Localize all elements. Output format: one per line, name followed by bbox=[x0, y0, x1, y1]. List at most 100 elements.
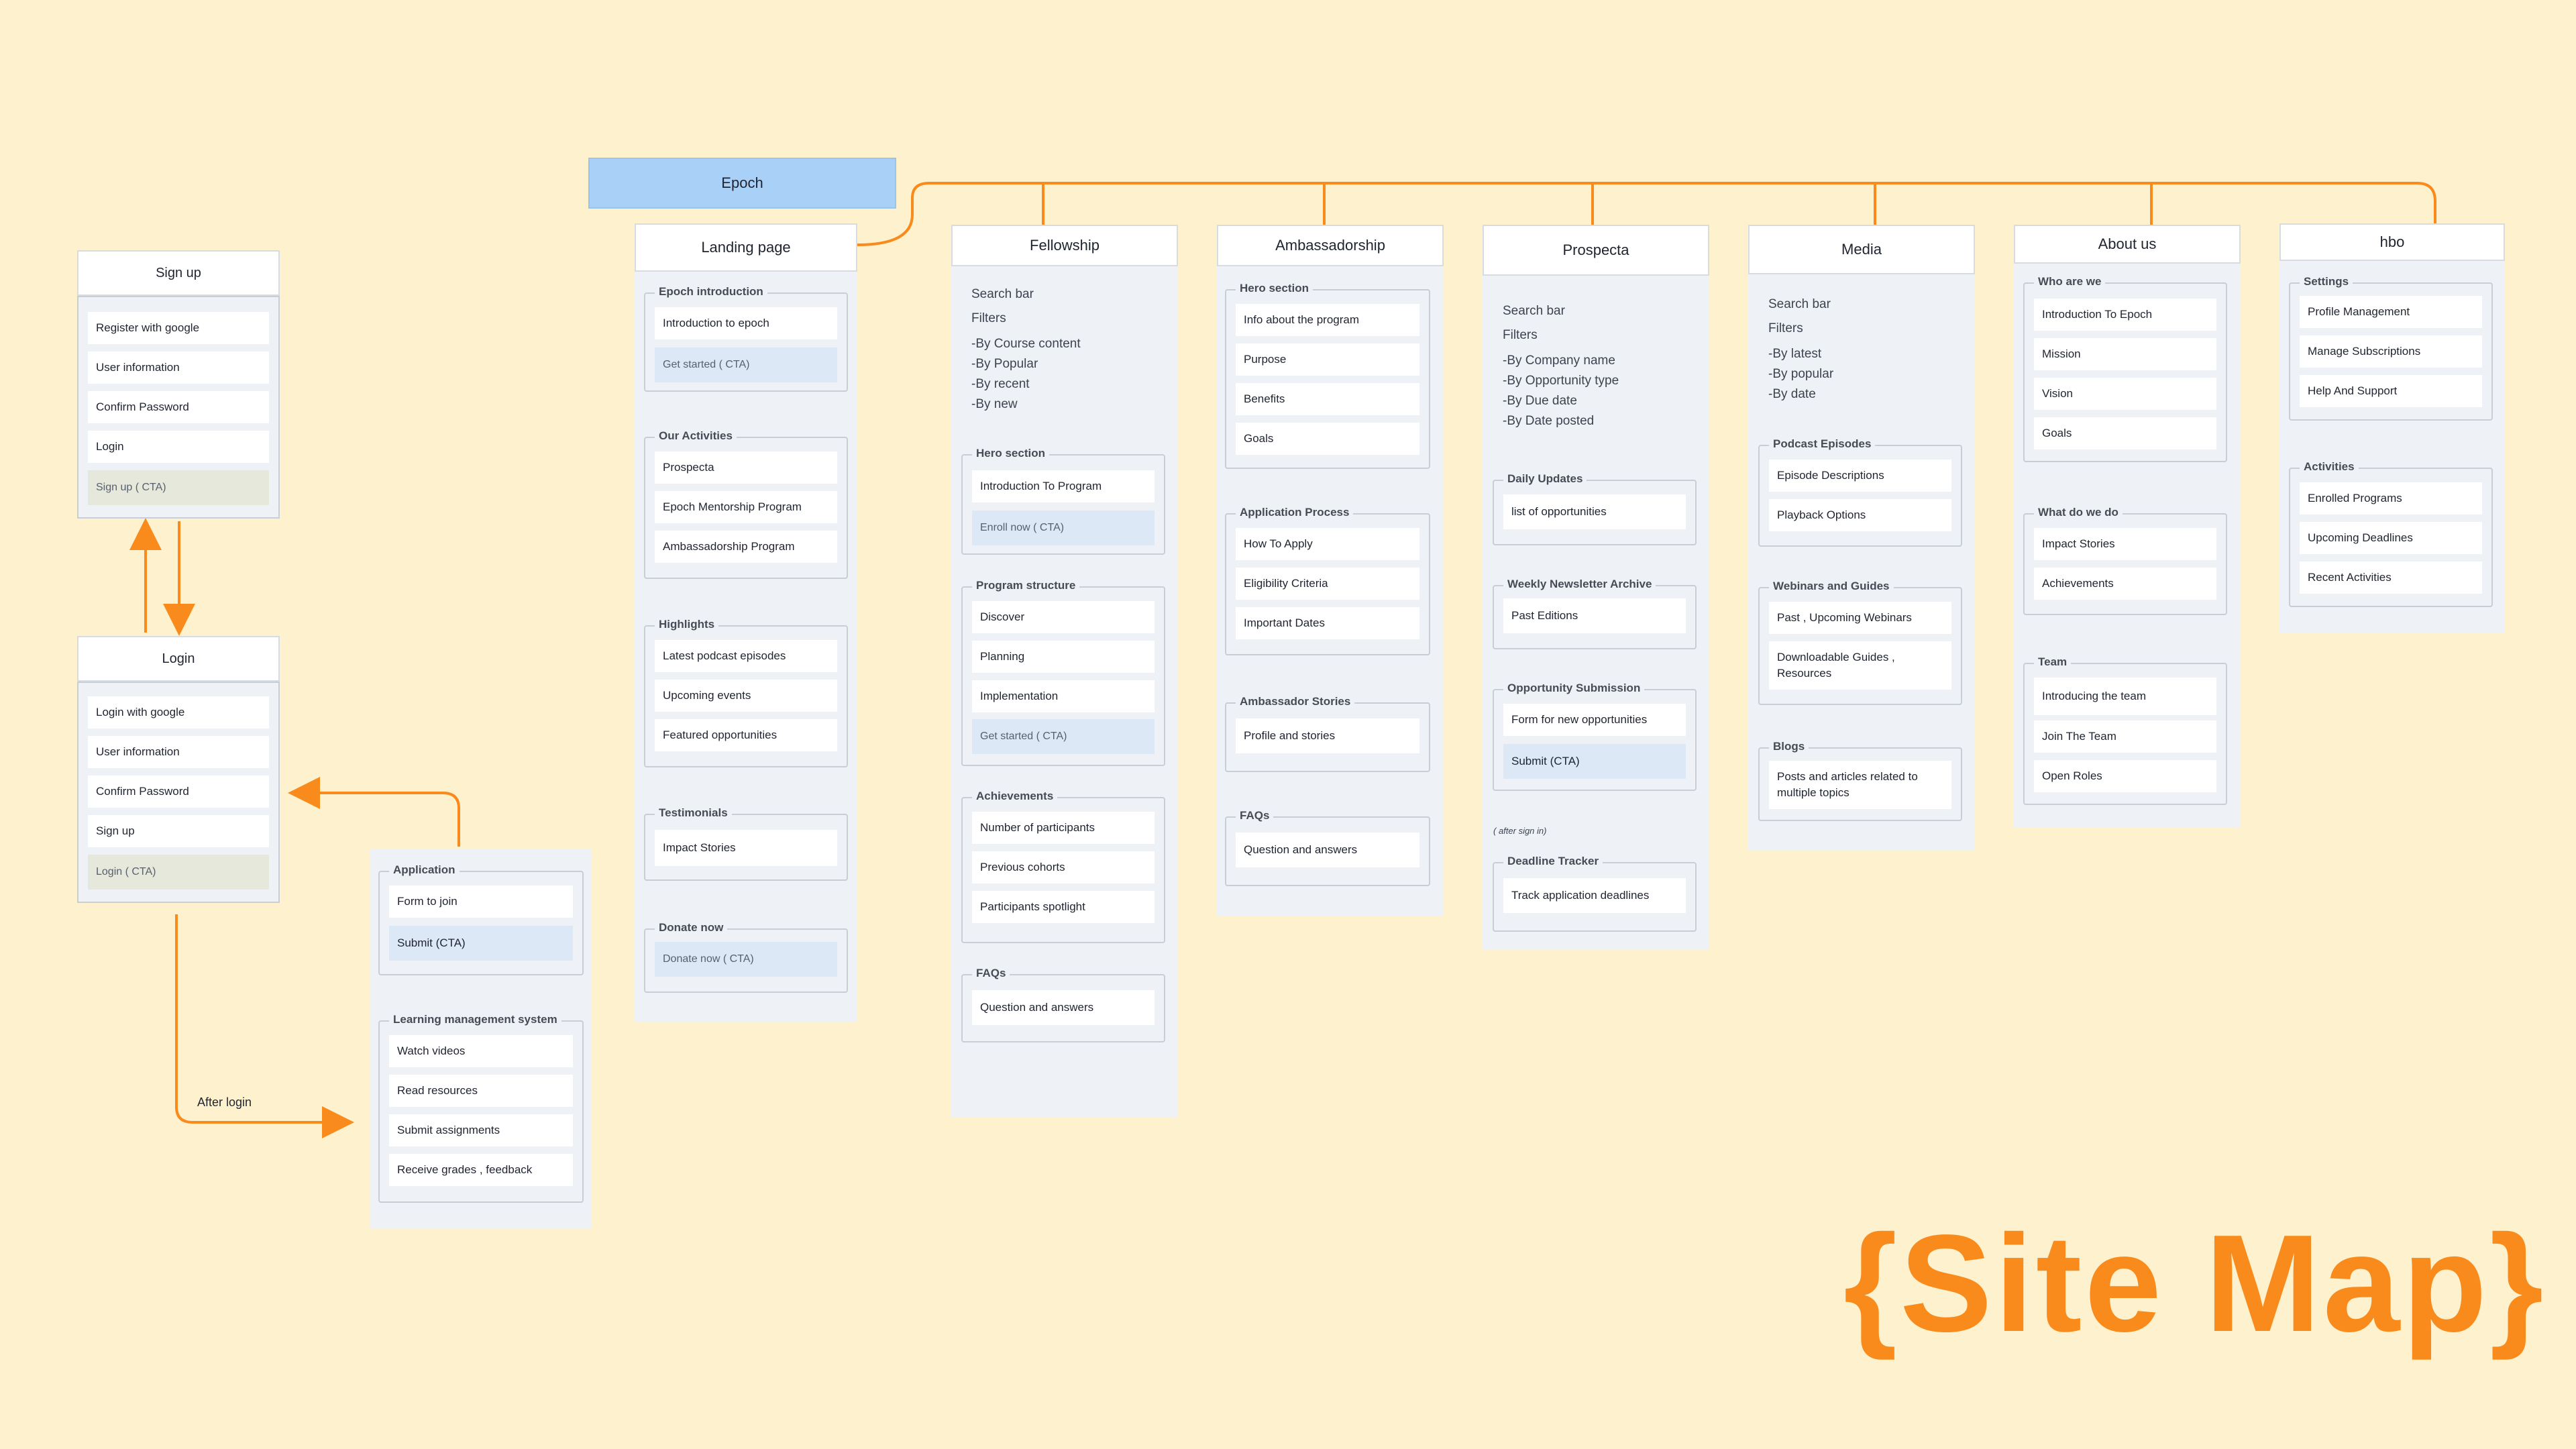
lms-item[interactable]: Watch videos bbox=[389, 1035, 573, 1067]
group-title: Hero section bbox=[972, 447, 1049, 460]
landing-item[interactable]: Featured opportunities bbox=[655, 719, 837, 751]
signup-item[interactable]: Register with google bbox=[88, 312, 269, 344]
media-item[interactable]: Episode Descriptions bbox=[1769, 460, 1951, 492]
fellowship-title[interactable]: Fellowship bbox=[951, 225, 1178, 266]
ambassadorship-item[interactable]: Eligibility Criteria bbox=[1236, 568, 1419, 600]
media-item[interactable]: Posts and articles related to multiple t… bbox=[1769, 761, 1951, 809]
lms-item[interactable]: Submit assignments bbox=[389, 1114, 573, 1146]
root-node-epoch[interactable]: Epoch bbox=[588, 158, 896, 209]
login-item[interactable]: Sign up bbox=[88, 815, 269, 847]
ambassadorship-item[interactable]: Purpose bbox=[1236, 343, 1419, 376]
about-item[interactable]: Achievements bbox=[2034, 568, 2216, 600]
signup-item[interactable]: Login bbox=[88, 431, 269, 463]
prospecta-filter-option[interactable]: -By Company name bbox=[1503, 354, 1615, 368]
lms-item[interactable]: Receive grades , feedback bbox=[389, 1154, 573, 1186]
prospecta-item[interactable]: Past Editions bbox=[1503, 598, 1686, 633]
fellowship-item[interactable]: Introduction To Program bbox=[972, 470, 1155, 502]
prospecta-filter-option[interactable]: -By Due date bbox=[1503, 394, 1577, 408]
about-item[interactable]: Impact Stories bbox=[2034, 528, 2216, 560]
media-item[interactable]: Past , Upcoming Webinars bbox=[1769, 602, 1951, 634]
about-item[interactable]: Introduction To Epoch bbox=[2034, 299, 2216, 331]
about-item[interactable]: Join The Team bbox=[2034, 720, 2216, 753]
landing-item[interactable]: Epoch Mentorship Program bbox=[655, 491, 837, 523]
landing-page-title[interactable]: Landing page bbox=[635, 223, 857, 272]
fellowship-item[interactable]: Discover bbox=[972, 601, 1155, 633]
media-item[interactable]: Playback Options bbox=[1769, 499, 1951, 531]
media-item[interactable]: Downloadable Guides , Resources bbox=[1769, 641, 1951, 690]
ambassadorship-item[interactable]: Question and answers bbox=[1236, 833, 1419, 867]
ambassadorship-item[interactable]: Profile and stories bbox=[1236, 718, 1419, 753]
about-item[interactable]: Open Roles bbox=[2034, 760, 2216, 792]
ambassadorship-item[interactable]: Goals bbox=[1236, 423, 1419, 455]
enroll-now-cta-button[interactable]: Enroll now ( CTA) bbox=[972, 511, 1155, 545]
prospecta-item[interactable]: Form for new opportunities bbox=[1503, 704, 1686, 736]
prospecta-item[interactable]: list of opportunities bbox=[1503, 494, 1686, 529]
prospecta-item[interactable]: Track application deadlines bbox=[1503, 878, 1686, 913]
media-filters-label: Filters bbox=[1768, 321, 1803, 335]
hbo-item[interactable]: Recent Activities bbox=[2300, 561, 2482, 594]
media-filter-option[interactable]: -By date bbox=[1768, 387, 1816, 401]
hbo-item[interactable]: Enrolled Programs bbox=[2300, 482, 2482, 515]
landing-item[interactable]: Upcoming events bbox=[655, 680, 837, 712]
landing-item[interactable]: Latest podcast episodes bbox=[655, 640, 837, 672]
ambassadorship-item[interactable]: How To Apply bbox=[1236, 528, 1419, 560]
prospecta-filters-label: Filters bbox=[1503, 328, 1538, 342]
login-item[interactable]: User information bbox=[88, 736, 269, 768]
about-item[interactable]: Goals bbox=[2034, 417, 2216, 449]
about-item[interactable]: Vision bbox=[2034, 378, 2216, 410]
login-item[interactable]: Confirm Password bbox=[88, 775, 269, 808]
fellowship-item[interactable]: Question and answers bbox=[972, 990, 1155, 1025]
donate-cta-button[interactable]: Donate now ( CTA) bbox=[655, 942, 837, 977]
group-title: FAQs bbox=[972, 967, 1010, 980]
about-item[interactable]: Mission bbox=[2034, 338, 2216, 370]
prospecta-submit-button[interactable]: Submit (CTA) bbox=[1503, 744, 1686, 779]
ambassadorship-hero-group: Hero section Info about the program Purp… bbox=[1225, 282, 1430, 469]
fellowship-item[interactable]: Planning bbox=[972, 641, 1155, 673]
prospecta-filter-option[interactable]: -By Opportunity type bbox=[1503, 374, 1619, 388]
get-started-cta-button[interactable]: Get started ( CTA) bbox=[655, 347, 837, 382]
fellowship-filter-option[interactable]: -By Popular bbox=[971, 357, 1038, 371]
fellowship-item[interactable]: Participants spotlight bbox=[972, 891, 1155, 923]
signup-cta-button[interactable]: Sign up ( CTA) bbox=[88, 470, 269, 505]
login-item[interactable]: Login with google bbox=[88, 696, 269, 729]
landing-item[interactable]: Impact Stories bbox=[655, 830, 837, 866]
hbo-item[interactable]: Help And Support bbox=[2300, 375, 2482, 407]
signup-item[interactable]: Confirm Password bbox=[88, 391, 269, 423]
fellowship-search-bar[interactable]: Search bar bbox=[971, 287, 1034, 301]
landing-item[interactable]: Prospecta bbox=[655, 451, 837, 484]
about-item[interactable]: Introducing the team bbox=[2034, 678, 2216, 715]
prospecta-newsletter-group: Weekly Newsletter Archive Past Editions bbox=[1493, 578, 1697, 649]
about-us-title[interactable]: About us bbox=[2014, 225, 2241, 264]
media-filter-option[interactable]: -By popular bbox=[1768, 367, 1834, 381]
media-search-bar[interactable]: Search bar bbox=[1768, 297, 1831, 311]
fellowship-item[interactable]: Previous cohorts bbox=[972, 851, 1155, 883]
fellowship-item[interactable]: Number of participants bbox=[972, 812, 1155, 844]
hbo-item[interactable]: Upcoming Deadlines bbox=[2300, 522, 2482, 554]
media-title[interactable]: Media bbox=[1748, 225, 1975, 274]
ambassadorship-item[interactable]: Important Dates bbox=[1236, 607, 1419, 639]
fellowship-filter-option[interactable]: -By Course content bbox=[971, 337, 1081, 351]
get-started-cta-button[interactable]: Get started ( CTA) bbox=[972, 719, 1155, 754]
lms-item[interactable]: Read resources bbox=[389, 1075, 573, 1107]
ambassadorship-title[interactable]: Ambassadorship bbox=[1217, 225, 1444, 266]
prospecta-filter-option[interactable]: -By Date posted bbox=[1503, 414, 1595, 428]
prospecta-title[interactable]: Prospecta bbox=[1483, 225, 1709, 276]
application-item[interactable]: Form to join bbox=[389, 885, 573, 918]
ambassadorship-item[interactable]: Info about the program bbox=[1236, 304, 1419, 336]
fellowship-filter-option[interactable]: -By recent bbox=[971, 377, 1030, 391]
fellowship-filter-option[interactable]: -By new bbox=[971, 397, 1018, 411]
hbo-item[interactable]: Manage Subscriptions bbox=[2300, 335, 2482, 368]
signup-item[interactable]: User information bbox=[88, 352, 269, 384]
hbo-item[interactable]: Profile Management bbox=[2300, 296, 2482, 328]
fellowship-item[interactable]: Implementation bbox=[972, 680, 1155, 712]
landing-item[interactable]: Ambassadorship Program bbox=[655, 531, 837, 563]
application-submit-button[interactable]: Submit (CTA) bbox=[389, 926, 573, 961]
group-title: Our Activities bbox=[655, 429, 737, 443]
fellowship-column: Fellowship Search bar Filters -By Course… bbox=[951, 225, 1178, 1117]
landing-item[interactable]: Introduction to epoch bbox=[655, 307, 837, 339]
hbo-title[interactable]: hbo bbox=[2279, 223, 2505, 261]
login-cta-button[interactable]: Login ( CTA) bbox=[88, 855, 269, 890]
ambassadorship-item[interactable]: Benefits bbox=[1236, 383, 1419, 415]
prospecta-search-bar[interactable]: Search bar bbox=[1503, 304, 1565, 318]
media-filter-option[interactable]: -By latest bbox=[1768, 347, 1822, 361]
